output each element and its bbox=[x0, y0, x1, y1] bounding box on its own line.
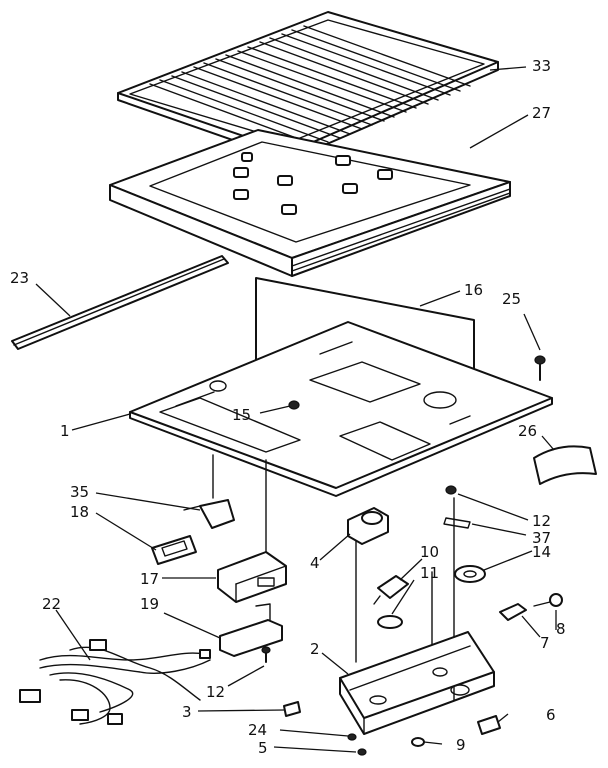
part-23-rail bbox=[11, 255, 229, 350]
part-8-eyelet bbox=[533, 593, 563, 607]
callout-37: 37 bbox=[532, 529, 551, 547]
callout-25: 25 bbox=[502, 290, 521, 308]
part-27-shelf-frame bbox=[109, 129, 511, 277]
part-9-washer bbox=[411, 737, 425, 747]
callout-24: 24 bbox=[248, 721, 267, 739]
callout-7: 7 bbox=[540, 634, 550, 652]
callout-19: 19 bbox=[140, 595, 159, 613]
callout-12-upper: 12 bbox=[532, 512, 551, 530]
part-2-chassis-tray bbox=[339, 631, 495, 735]
part-22-wire-harness bbox=[19, 639, 211, 725]
part-19-switch-bracket bbox=[219, 603, 283, 657]
part-4-knob-bracket bbox=[347, 507, 389, 545]
callout-16: 16 bbox=[464, 281, 483, 299]
part-11-cap bbox=[377, 615, 403, 629]
callout-27: 27 bbox=[532, 104, 551, 122]
callout-33: 33 bbox=[532, 57, 551, 75]
part-17-housing bbox=[217, 551, 287, 603]
part-25-screw bbox=[534, 355, 546, 381]
callout-18: 18 bbox=[70, 503, 89, 521]
callout-5: 5 bbox=[258, 739, 268, 757]
callout-11: 11 bbox=[420, 564, 439, 582]
callout-14: 14 bbox=[532, 543, 551, 561]
part-24-screw bbox=[347, 733, 357, 741]
callout-22: 22 bbox=[42, 595, 61, 613]
part-3-clip bbox=[283, 701, 301, 717]
leader-lines bbox=[35, 66, 557, 753]
callout-15: 15 bbox=[232, 406, 251, 424]
callout-2: 2 bbox=[310, 640, 320, 658]
part-14-wheel bbox=[454, 565, 486, 583]
callout-26: 26 bbox=[518, 422, 537, 440]
callout-23: 23 bbox=[10, 269, 29, 287]
callout-labels: 33 27 23 16 25 1 15 26 35 18 4 12 37 10 … bbox=[10, 57, 566, 757]
callout-8: 8 bbox=[556, 620, 566, 638]
part-6-block bbox=[477, 715, 501, 735]
part-18-bezel bbox=[151, 535, 197, 565]
callout-6: 6 bbox=[546, 706, 556, 724]
part-26-label bbox=[533, 445, 597, 485]
callout-35: 35 bbox=[70, 483, 89, 501]
callout-1: 1 bbox=[60, 422, 70, 440]
part-35-clip bbox=[183, 499, 235, 529]
part-5-screw bbox=[357, 748, 367, 756]
mounting-lines bbox=[212, 454, 455, 701]
callout-10: 10 bbox=[420, 543, 439, 561]
part-16-wire-frame bbox=[255, 277, 475, 393]
part-10-thermostat bbox=[373, 575, 409, 605]
part-12-lower-screw bbox=[261, 646, 271, 663]
part-37-gasket bbox=[443, 517, 471, 529]
part-1-base-plate bbox=[129, 321, 553, 497]
callout-3: 3 bbox=[182, 703, 192, 721]
callout-9: 9 bbox=[456, 736, 466, 754]
callout-17: 17 bbox=[140, 570, 159, 588]
callout-4: 4 bbox=[310, 554, 320, 572]
callout-12-lower: 12 bbox=[206, 683, 225, 701]
part-12-screw bbox=[445, 485, 457, 495]
part-7-bracket bbox=[499, 603, 527, 621]
part-33-grille-shelf bbox=[117, 11, 499, 161]
